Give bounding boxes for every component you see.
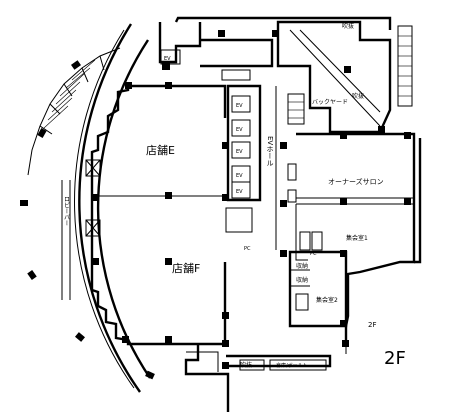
salon-block <box>288 132 422 344</box>
store-block <box>85 82 229 346</box>
room-void-top: 吹抜 <box>342 22 354 30</box>
room-store-f: 店舗F <box>172 261 200 275</box>
top-service-area <box>158 16 392 81</box>
room-void-bottom: 吹抜 <box>240 361 252 369</box>
right-stair <box>397 25 413 107</box>
room-storage-2: 収納 <box>296 276 308 284</box>
room-meeting-2: 集会室2 <box>316 296 338 304</box>
ev-label-3: EV <box>236 149 243 155</box>
pc-label-2: PC <box>310 251 317 257</box>
room-owners-salon: オーナーズサロン <box>328 177 384 186</box>
ev-label-1: EV <box>236 103 243 109</box>
pc-label-1: PC <box>244 246 251 252</box>
elevator-core <box>222 84 262 233</box>
ev-label-2: EV <box>236 127 243 133</box>
ev-label-4: EV <box>236 173 243 179</box>
curved-facade <box>20 23 155 393</box>
floor-label: 2F <box>384 348 406 369</box>
room-void-top-right: 吹抜 <box>352 92 364 100</box>
room-meeting-1: 集会室1 <box>346 234 368 242</box>
room-lobby: ロビーバー <box>63 196 70 226</box>
bottom-wing <box>184 340 349 412</box>
right-service-area <box>276 20 413 134</box>
room-store-e: 店舗E <box>146 143 175 157</box>
ev-hall <box>275 86 297 257</box>
ev-label-6: EV <box>164 56 171 62</box>
room-storage-1: 収納 <box>296 262 308 270</box>
ev-label-5: EV <box>236 189 243 195</box>
room-small-bottom: 倉庫/ボールト <box>276 362 308 369</box>
room-ev-hall: EVホール <box>266 136 274 166</box>
room-back-yard: バックヤード <box>312 99 348 106</box>
level-small-tag: 2F <box>368 321 376 329</box>
lobby-strip <box>61 180 71 300</box>
